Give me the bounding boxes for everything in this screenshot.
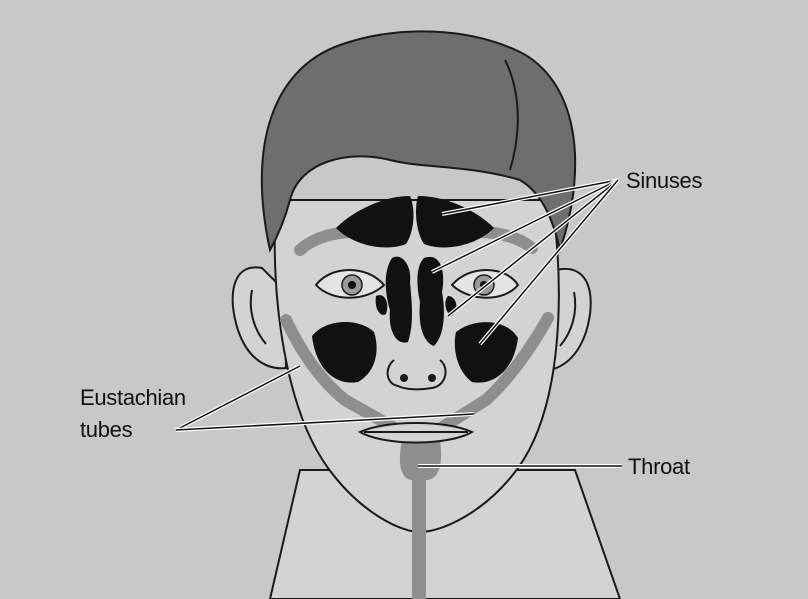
eustachian-label-line2: tubes [80, 417, 133, 442]
throat-label: Throat [628, 454, 690, 479]
left-pupil [348, 281, 356, 289]
eustachian-label-line1: Eustachian [80, 385, 186, 410]
left-nostril [400, 374, 408, 382]
right-nostril [428, 374, 436, 382]
sinuses-label: Sinuses [626, 168, 702, 193]
nose [388, 360, 446, 389]
